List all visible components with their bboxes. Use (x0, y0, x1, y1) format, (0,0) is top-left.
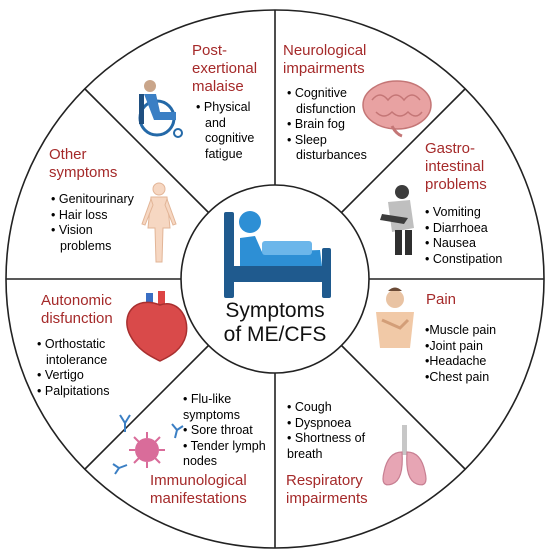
segment-pain: Pain (426, 291, 526, 309)
symptom-list-pain: •Muscle pain •Joint pain •Headache •Ches… (425, 323, 497, 384)
symptom-list-immunological: • Flu-like symptoms • Sore throat • Tend… (183, 392, 266, 468)
segment-gastro-intestinal-problems: Gastro- intestinal problems (425, 140, 525, 194)
symptom-list-autonomic: • Orthostatic intolerance • Vertigo • Pa… (37, 337, 110, 398)
segment-title: Post- exertional malaise (192, 42, 258, 95)
symptom-list-gastro: • Vomiting • Diarrhoea • Nausea • Consti… (425, 205, 503, 266)
segment-other-symptoms: Other symptoms (49, 146, 149, 182)
segment-autonomic-disfunction: Autonomic disfunction (41, 292, 151, 328)
symptom-list: • Physical and cognitive fatigue (196, 100, 255, 161)
segment-title: Autonomic disfunction (41, 292, 113, 327)
segment-title: Pain (426, 291, 457, 308)
heart-icon (126, 291, 188, 362)
person-pain-icon (376, 287, 414, 348)
symptom-list-other: • Genitourinary • Hair loss • Vision pro… (51, 192, 134, 253)
wheelchair-icon (138, 80, 183, 138)
lungs-icon (382, 425, 427, 486)
segment-title: Other symptoms (49, 146, 118, 181)
segment-immunological-manifestations: Immunological manifestations (150, 472, 247, 507)
symptom-list-respiratory: • Cough • Dyspnoea • Shortness of breath (287, 400, 366, 461)
brain-icon (362, 80, 432, 138)
center-title: Symptoms of ME/CFS (223, 299, 327, 346)
body-icon (141, 182, 177, 263)
stomach-ache-icon (380, 185, 414, 255)
divider-spokes (6, 10, 544, 548)
bed-patient-icon (224, 211, 331, 298)
segment-title: Gastro- intestinal problems (425, 140, 487, 193)
symptom-list: • Cognitive disfunction • Brain fog • Sl… (287, 86, 367, 162)
segment-title: Neurological impairments (283, 42, 367, 77)
segment-neurological-impairments: Neurological impairments • Cognitive dis… (283, 42, 383, 164)
virus-antibody-icon (112, 414, 184, 475)
segment-post-exertional-malaise: Post- exertional malaise • Physical and … (192, 42, 276, 162)
segment-respiratory-impairments: Respiratory impairments (286, 472, 368, 507)
